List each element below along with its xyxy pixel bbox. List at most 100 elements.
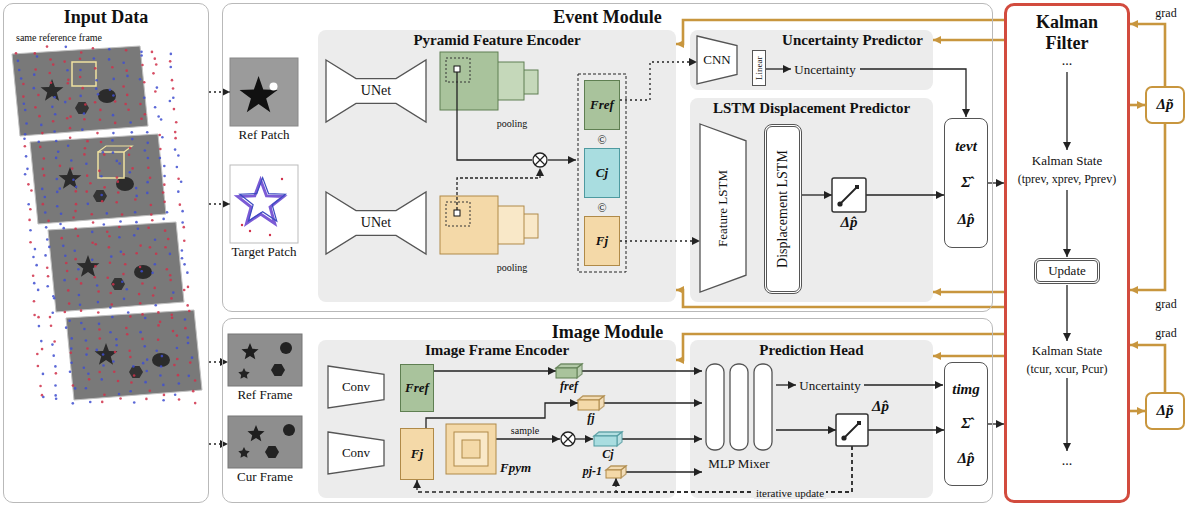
event-point [91, 241, 94, 244]
flow-arrow [802, 194, 832, 195]
event-point [139, 78, 142, 81]
displacement-output: Δp̂ [836, 414, 868, 446]
event-point [63, 60, 66, 63]
event-point [39, 146, 42, 149]
event-point [173, 364, 176, 367]
node-label: Δp̂ [841, 214, 858, 231]
concat-symbol: © [597, 133, 606, 147]
edge-label: grad [1153, 6, 1178, 20]
event-point [56, 191, 59, 194]
event-point [85, 339, 88, 342]
event-point [139, 331, 142, 334]
event-point [55, 397, 58, 400]
event-point [157, 324, 160, 327]
filtered-displacement: Δp̃ [1145, 392, 1185, 430]
event-point [146, 358, 149, 361]
event-point [159, 374, 162, 377]
event-point [179, 203, 182, 206]
event-point [47, 220, 50, 223]
event-point [106, 212, 109, 215]
event-point [48, 246, 51, 249]
event-point [69, 115, 72, 118]
event-point [59, 187, 62, 190]
event-point [126, 75, 129, 78]
event-point [157, 115, 160, 118]
event-point [115, 338, 118, 341]
event-point [102, 364, 105, 367]
frame-image [228, 416, 302, 468]
feature-map: Fref [584, 80, 620, 130]
shape-outline [617, 432, 622, 446]
event-point [38, 325, 41, 328]
event-point [70, 361, 73, 364]
event-point [129, 356, 132, 359]
event-point [36, 353, 39, 356]
event-point [88, 378, 91, 381]
event-point [119, 397, 122, 400]
event-point [128, 153, 131, 156]
event-point [123, 298, 126, 301]
flow-arrow [988, 423, 1004, 424]
mixer-layer [730, 364, 748, 450]
edge-label-holder: iterative update [754, 483, 826, 501]
displacement-glyph [841, 435, 846, 440]
node-label: timg [952, 381, 980, 398]
frame-shape [59, 167, 82, 189]
event-point [29, 208, 32, 211]
event-point [172, 291, 175, 294]
leader-arrow [496, 438, 560, 439]
flow-arrow [582, 370, 702, 371]
event-point [154, 106, 157, 109]
event-point [98, 337, 101, 340]
event-point [85, 353, 88, 356]
event-point [69, 370, 72, 373]
state-label: Kalman State [1032, 343, 1102, 358]
event-point [34, 68, 37, 71]
leader-arrow [864, 384, 943, 385]
leader-arrow [1066, 285, 1067, 341]
event-point [155, 63, 158, 66]
event-point [70, 347, 73, 350]
event-point [79, 69, 82, 72]
frame-shape [98, 89, 116, 103]
displacement-glyph [844, 423, 859, 438]
filtered-displacement: Δp̃ [1145, 86, 1185, 124]
event-point [91, 231, 94, 234]
leader-arrow [1066, 190, 1067, 257]
frame-shape [129, 366, 143, 378]
event-point [169, 279, 172, 282]
event-point [144, 113, 147, 116]
event-point [182, 226, 185, 229]
event-point [140, 54, 143, 57]
pic-shape [228, 334, 302, 386]
dotted-arrow [209, 203, 230, 204]
event-point [124, 103, 127, 106]
event-point [80, 309, 83, 312]
event-point [118, 226, 121, 229]
event-point [67, 79, 70, 82]
event-point [163, 183, 166, 186]
edge-label: iterative update [754, 487, 826, 499]
event-point [70, 159, 73, 162]
label-holder: sample [511, 420, 539, 438]
event-point [54, 384, 57, 387]
image-output-box: timgΣ̂Δp̂ [944, 362, 988, 486]
pyramid-level [440, 196, 498, 254]
multiply-symbol [563, 434, 573, 444]
ellipsis: ... [1062, 453, 1073, 468]
event-point [90, 213, 93, 216]
patch-image [230, 58, 298, 126]
event-point [112, 360, 115, 363]
event-point [34, 248, 37, 251]
event-point [69, 127, 72, 130]
label-holder: Uncertainty [799, 376, 860, 394]
event-point [135, 187, 138, 190]
event-point [163, 201, 166, 204]
event-point [121, 280, 124, 283]
event-point [79, 304, 82, 307]
event-point [59, 165, 62, 168]
event-point [101, 401, 104, 404]
node-label: Cj [596, 166, 608, 181]
event-point [114, 351, 117, 354]
event-point [65, 326, 68, 329]
